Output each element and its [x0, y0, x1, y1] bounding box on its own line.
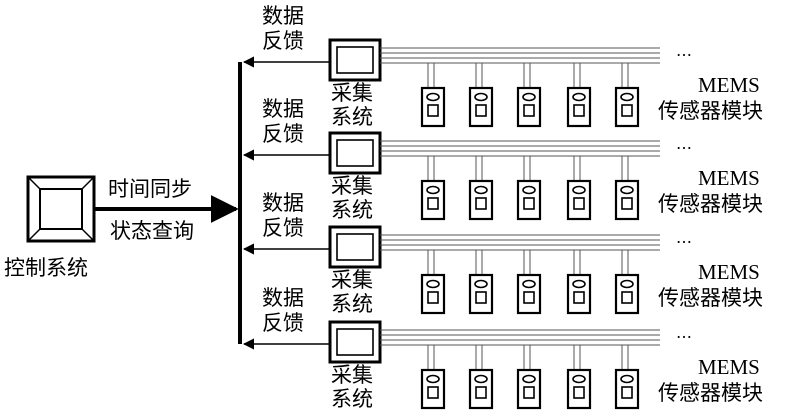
collector-label-2: 系统 [331, 292, 373, 316]
mems-sensor [614, 345, 640, 410]
mems-sensor [420, 156, 446, 221]
collector-node [328, 38, 382, 82]
ellipsis: … [676, 323, 692, 342]
feedback-label-2: 反馈 [262, 122, 304, 146]
mems-sensor [516, 63, 542, 128]
feedback-label-2: 反馈 [262, 29, 304, 53]
collector-label-1: 采集 [331, 81, 373, 105]
mems-label: MEMS [698, 355, 760, 379]
ellipsis: … [676, 228, 692, 247]
collector-label-2: 系统 [331, 387, 373, 411]
feedback-label-2: 反馈 [262, 216, 304, 240]
feedback-label-1: 数据 [262, 4, 304, 28]
controller-node [26, 175, 96, 243]
mems-sensor [566, 63, 592, 128]
command-label-status-query: 状态查询 [110, 219, 194, 243]
mems-sensor [420, 345, 446, 410]
mems-sensor [516, 250, 542, 315]
mems-sensor [468, 156, 494, 221]
rows-layer: 数据反馈采集系统…MEMS传感器模块数据反馈采集系统…MEMS传感器模块数据反馈… [242, 4, 763, 411]
feedback-label-2: 反馈 [262, 311, 304, 335]
sensor-module-label: 传感器模块 [658, 286, 763, 310]
ellipsis: … [676, 134, 692, 153]
mems-sensor [468, 63, 494, 128]
command-label-time-sync: 时间同步 [108, 177, 192, 201]
collector-node [328, 131, 382, 175]
feedback-label-1: 数据 [262, 97, 304, 121]
collector-label-1: 采集 [331, 363, 373, 387]
mems-sensor [614, 156, 640, 221]
controller-label: 控制系统 [4, 256, 88, 280]
sensor-module-label: 传感器模块 [658, 192, 763, 216]
mems-sensor [468, 345, 494, 410]
collector-label-2: 系统 [331, 198, 373, 222]
mems-sensor [566, 345, 592, 410]
sensor-module-label: 传感器模块 [658, 381, 763, 405]
mems-sensor [420, 250, 446, 315]
mems-sensor [516, 345, 542, 410]
mems-sensor [566, 250, 592, 315]
mems-label: MEMS [698, 166, 760, 190]
ellipsis: … [676, 41, 692, 60]
collector-label-2: 系统 [331, 105, 373, 129]
mems-sensor [516, 156, 542, 221]
feedback-label-1: 数据 [262, 286, 304, 310]
mems-sensor [614, 250, 640, 315]
mems-sensor [614, 63, 640, 128]
sensor-module-label: 传感器模块 [658, 99, 763, 123]
collector-node [328, 225, 382, 269]
mems-sensor [468, 250, 494, 315]
mems-label: MEMS [698, 260, 760, 284]
collector-label-1: 采集 [331, 174, 373, 198]
mems-sensor [566, 156, 592, 221]
mems-sensor [420, 63, 446, 128]
collector-label-1: 采集 [331, 268, 373, 292]
feedback-label-1: 数据 [262, 191, 304, 215]
collector-node [328, 320, 382, 364]
mems-label: MEMS [698, 73, 760, 97]
